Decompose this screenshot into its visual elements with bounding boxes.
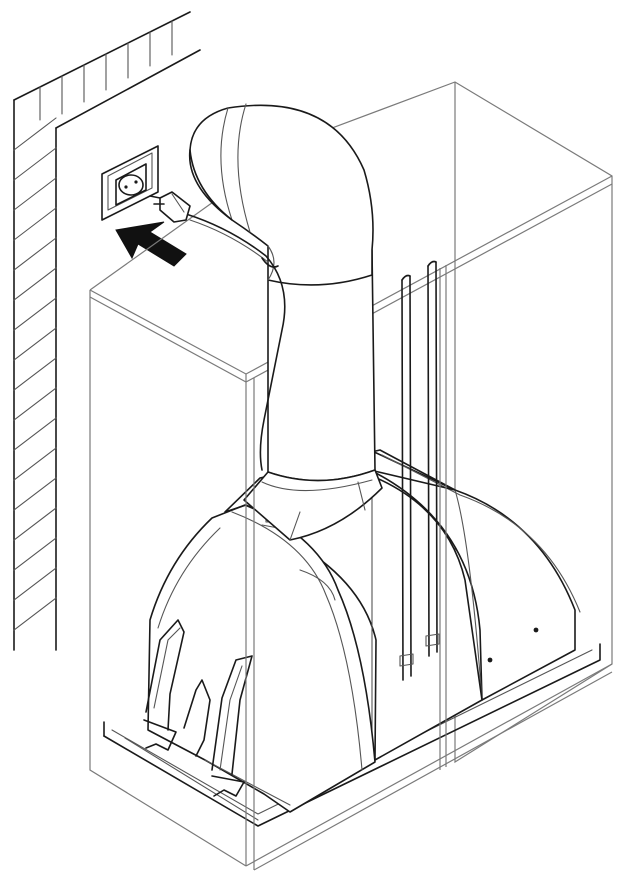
- mounting-rods: [399, 260, 440, 681]
- insert-arrow-icon: [115, 221, 187, 267]
- wall-hatch: [13, 11, 201, 651]
- wall-socket-icon: [101, 145, 159, 221]
- grease-filter-clips: [143, 619, 253, 797]
- exhaust-duct: [188, 103, 383, 541]
- power-cord: [185, 213, 286, 471]
- power-plug-icon: [149, 191, 191, 223]
- cabinet-front-panels: [89, 265, 613, 871]
- cabinet-bottom-tray: [103, 643, 601, 827]
